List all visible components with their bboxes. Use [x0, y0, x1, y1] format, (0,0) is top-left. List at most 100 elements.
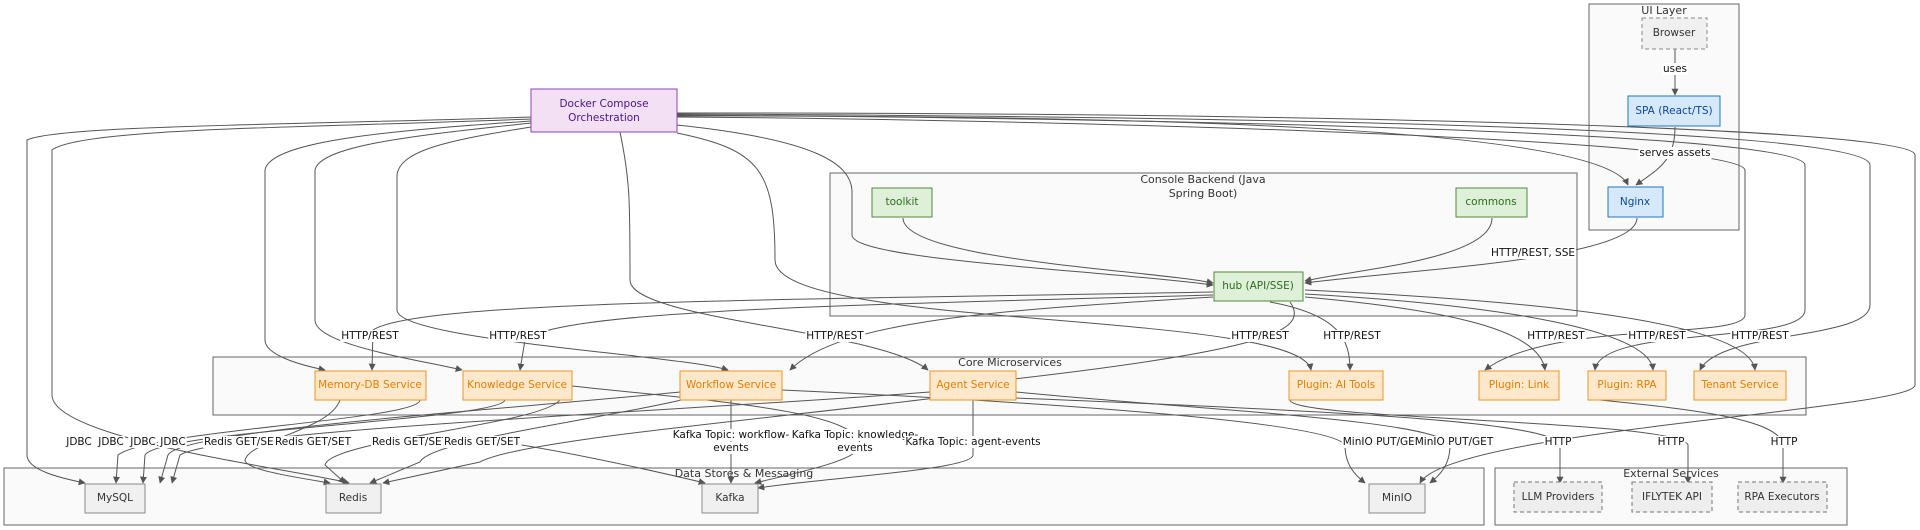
edge-workflow-redis [369, 397, 691, 484]
label-uses: uses [1663, 63, 1687, 75]
node-toolkit-label: toolkit [886, 196, 919, 208]
edge-label-background [1730, 330, 1791, 342]
node-tenant-label: Tenant Service [1700, 379, 1778, 391]
edge-hub-link [1304, 296, 1548, 371]
node-memory-db-label: Memory-DB Service [318, 379, 422, 391]
node-box [1513, 481, 1603, 513]
node-box [871, 187, 933, 218]
node-rpa-executors[interactable]: RPA Executors [1737, 481, 1828, 513]
node-docker-compose[interactable]: Docker Compose Orchestration [530, 88, 678, 133]
node-box [1627, 95, 1721, 127]
edge-agent-kafka [757, 400, 974, 491]
edge-label-background [1489, 247, 1577, 259]
node-redis-label: Redis [339, 492, 367, 504]
edge-label-background [1230, 330, 1291, 342]
edge-docker-tenant [676, 113, 1871, 371]
node-knowledge-service[interactable]: Knowledge Service [462, 370, 573, 401]
cluster-title-data-stores: Data Stores & Messaging [675, 467, 814, 480]
node-spa[interactable]: SPA (React/TS) [1627, 95, 1721, 127]
label-redis-getset-2: Redis GET/SET [275, 436, 352, 448]
node-nginx-label: Nginx [1620, 196, 1650, 208]
label-jdbc-2: JDBC [97, 436, 124, 448]
node-agent-service[interactable]: Agent Service [929, 370, 1017, 401]
edge-label-background [1769, 436, 1799, 448]
node-redis[interactable]: Redis [325, 483, 382, 514]
node-box [1288, 370, 1384, 401]
node-plugin-ai-tools[interactable]: Plugin: AI Tools [1288, 370, 1384, 401]
label-http-rest-memory: HTTP/REST [341, 330, 399, 342]
node-box [679, 370, 783, 401]
label-kafka-knowledge-line1: Kafka Topic: knowledge- [792, 429, 919, 441]
node-llm-label: LLM Providers [1522, 491, 1595, 503]
node-agent-label: Agent Service [936, 379, 1009, 391]
node-box [1693, 370, 1787, 401]
edge-spa-nginx [1635, 126, 1676, 186]
node-box [530, 88, 678, 133]
node-browser-label: Browser [1653, 27, 1696, 39]
edge-label-background [1341, 436, 1423, 448]
edge-memory-redis [244, 399, 341, 486]
node-mysql[interactable]: MySQL [84, 483, 146, 514]
label-minio-putget-1: MinIO PUT/GET [1343, 436, 1422, 448]
label-jdbc-4: JDBC [159, 436, 186, 448]
node-plugin-rpa-label: Plugin: RPA [1597, 379, 1657, 391]
edge-knowledge-mysql [139, 399, 506, 484]
edge-label-background [273, 436, 353, 448]
edge-hub-tenant [1304, 289, 1758, 371]
edge-docker-knowledge [314, 122, 532, 372]
node-browser[interactable]: Browser [1641, 17, 1708, 50]
node-tenant-service[interactable]: Tenant Service [1693, 370, 1787, 401]
node-box [1641, 17, 1708, 50]
node-llm-providers[interactable]: LLM Providers [1513, 481, 1603, 513]
node-hub[interactable]: hub (API/SSE) [1213, 271, 1304, 302]
node-plugin-rpa[interactable]: Plugin: RPA [1587, 370, 1667, 401]
node-box [1368, 483, 1426, 514]
label-kafka-workflow-line2: events [713, 442, 748, 454]
edge-agent-minio [1015, 391, 1451, 484]
edge-label-background [904, 436, 1042, 448]
node-box [1213, 271, 1304, 302]
node-box [1737, 481, 1828, 513]
edge-label-background [1627, 330, 1688, 342]
edge-label-background [712, 442, 750, 454]
edge-label-background [1656, 436, 1686, 448]
node-box [929, 370, 1017, 401]
label-redis-getset-1: Redis GET/SET [204, 436, 281, 448]
node-kafka[interactable]: Kafka [701, 483, 759, 514]
node-mysql-label: MySQL [97, 492, 133, 504]
label-jdbc-1: JDBC [65, 436, 92, 448]
edge-label-background [805, 330, 866, 342]
node-workflow-service[interactable]: Workflow Service [679, 370, 783, 401]
edge-label-background [96, 436, 125, 448]
edge-commons-hub [1304, 217, 1493, 283]
label-redis-getset-3: Redis GET/SET [372, 436, 449, 448]
node-box [1478, 370, 1560, 401]
edge-label-background [1413, 436, 1495, 448]
edge-docker-nginx [676, 115, 1629, 186]
node-knowledge-label: Knowledge Service [467, 379, 567, 391]
label-kafka-workflow-line1: Kafka Topic: workflow- [673, 429, 790, 441]
node-toolkit[interactable]: toolkit [871, 187, 933, 218]
node-nginx[interactable]: Nginx [1607, 186, 1664, 218]
label-http-rest-agent: HTTP/REST [1231, 330, 1289, 342]
node-minio[interactable]: MinIO [1368, 483, 1426, 514]
node-iflytek-api[interactable]: IFLYTEK API [1631, 481, 1713, 513]
edge-label-background [836, 442, 874, 454]
node-kafka-label: Kafka [715, 492, 744, 504]
node-box [462, 370, 573, 401]
edge-docker-memory [264, 120, 532, 373]
cluster-title-core-microservices: Core Microservices [958, 356, 1062, 369]
edge-label-background [128, 436, 157, 448]
node-memory-db-service[interactable]: Memory-DB Service [314, 370, 427, 401]
edge-agent-redis [382, 397, 936, 486]
edge-label-background [158, 436, 187, 448]
edge-hub-workflow [789, 296, 1214, 371]
edge-hub-rpa [1304, 293, 1656, 371]
cluster-title-external-services: External Services [1623, 467, 1719, 480]
node-plugin-link[interactable]: Plugin: Link [1478, 370, 1560, 401]
node-commons[interactable]: commons [1455, 187, 1528, 218]
edge-hub-plugin-ai [1269, 301, 1354, 371]
node-spa-label: SPA (React/TS) [1635, 105, 1712, 117]
node-box [1607, 186, 1664, 218]
label-http-llm: HTTP [1545, 436, 1572, 448]
